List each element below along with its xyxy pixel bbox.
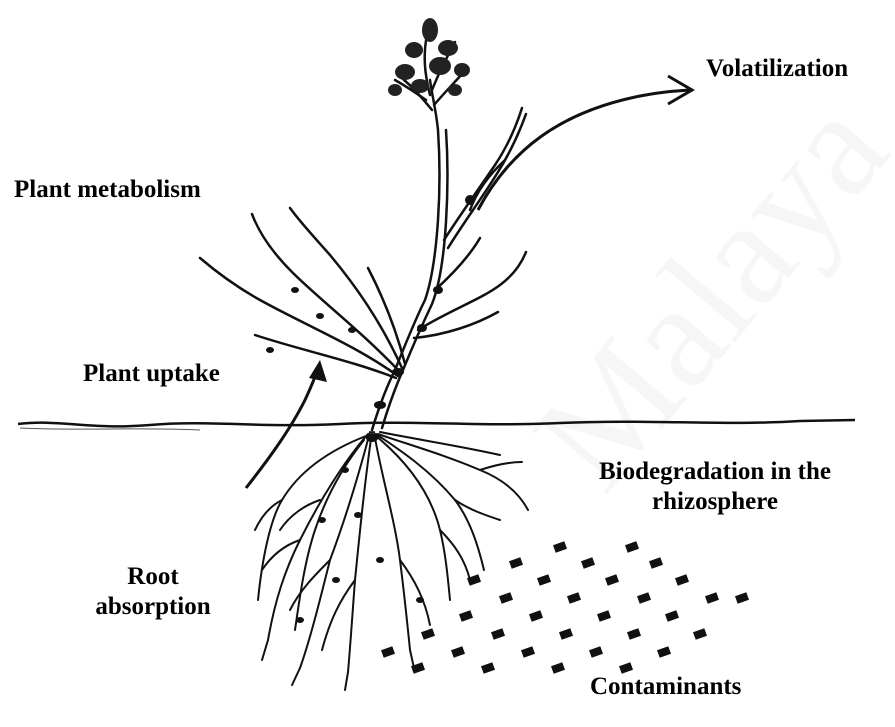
contaminant-particle [567, 592, 581, 604]
contaminant-particle [637, 592, 651, 604]
contaminant-particle [551, 662, 565, 674]
plant-illustration [200, 30, 526, 430]
contaminant-particle [481, 662, 495, 674]
contaminant-particle [665, 610, 679, 622]
contaminant-particle [597, 610, 611, 622]
soil-surface-line-shadow [20, 428, 200, 430]
biodegradation-label-line2: rhizosphere [560, 487, 870, 517]
root-absorption-label: Root absorption [72, 562, 234, 621]
contaminant-particle [581, 557, 595, 569]
contaminant-particle [553, 541, 567, 553]
contaminant-particle [693, 628, 707, 640]
volatilization-arrow [478, 76, 692, 210]
contaminant-particle [521, 646, 535, 658]
contaminant-particle [491, 628, 505, 640]
plant-uptake-label: Plant uptake [83, 359, 220, 389]
root-absorption-label-line2: absorption [72, 592, 234, 622]
contaminant-particle [381, 646, 395, 658]
contaminant-particle [649, 557, 663, 569]
contaminant-particle [735, 592, 749, 604]
volatilization-label: Volatilization [706, 54, 848, 84]
soil-surface-line [18, 420, 855, 426]
contaminant-particle [499, 592, 513, 604]
contaminant-particle [451, 646, 465, 658]
contaminant-particle [627, 628, 641, 640]
contaminant-particle [625, 541, 639, 553]
contaminant-particle [657, 646, 671, 658]
contaminant-particle [705, 592, 719, 604]
contaminant-particles [381, 541, 749, 674]
contaminant-particle [537, 574, 551, 586]
plant-metabolism-label: Plant metabolism [14, 175, 201, 205]
biodegradation-label-line1: Biodegradation in the [560, 457, 870, 487]
biodegradation-label: Biodegradation in the rhizosphere [560, 457, 870, 516]
contaminant-particle [589, 646, 603, 658]
contaminant-particle [559, 628, 573, 640]
contaminant-particle [421, 628, 435, 640]
contaminant-particle [605, 574, 619, 586]
contaminant-particle [459, 610, 473, 622]
contaminant-particle [529, 610, 543, 622]
contaminants-label: Contaminants [590, 672, 741, 702]
contaminant-particle [675, 574, 689, 586]
contaminant-particle [509, 557, 523, 569]
root-absorption-label-line1: Root [72, 562, 234, 592]
